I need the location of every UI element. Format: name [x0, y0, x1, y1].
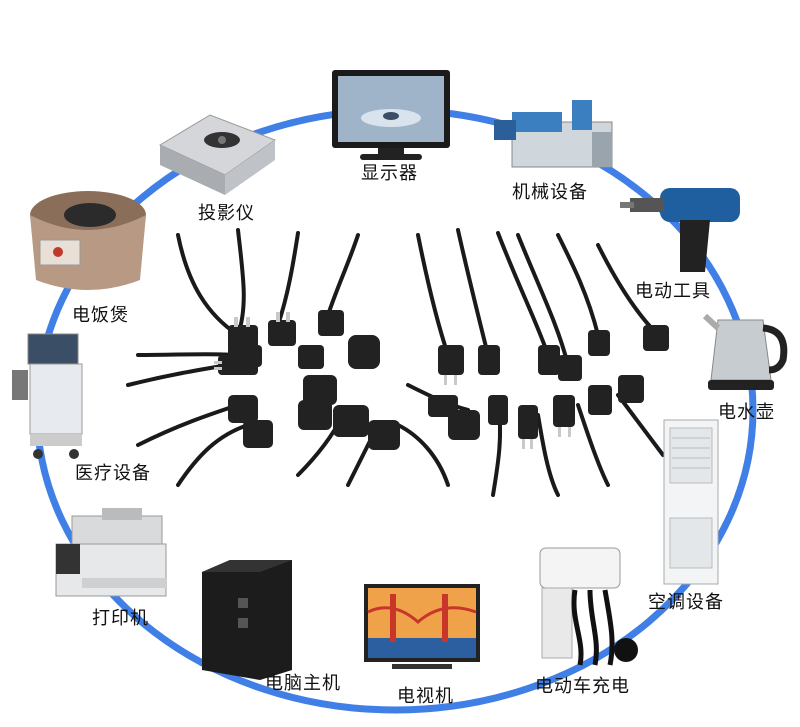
- printer-icon: [55, 508, 167, 597]
- device-label-monitor: 显示器: [361, 163, 418, 184]
- device-label-projector: 投影仪: [198, 203, 255, 224]
- power-cords-icon: [126, 228, 669, 497]
- ev-charger-icon: [539, 547, 638, 666]
- kettle-icon: [703, 313, 788, 390]
- medical-cart-icon: [12, 333, 83, 459]
- projector-icon: [158, 114, 277, 195]
- device-label-television: 电视机: [397, 686, 454, 707]
- device-label-ev-charger: 电动车充电: [535, 676, 630, 697]
- device-label-medical: 医疗设备: [75, 463, 151, 484]
- device-label-power-tool: 电动工具: [635, 281, 711, 302]
- device-label-kettle: 电水壶: [718, 402, 775, 423]
- device-label-printer: 打印机: [92, 608, 149, 629]
- drill-icon: [620, 188, 740, 272]
- device-label-rice-cooker: 电饭煲: [72, 305, 129, 326]
- injection-machine-icon: [494, 100, 613, 168]
- air-conditioner-icon: [663, 419, 719, 585]
- device-label-air-conditioner: 空调设备: [648, 592, 724, 613]
- television-icon: [364, 584, 480, 669]
- device-label-computer: 电脑主机: [265, 673, 341, 694]
- rice-cooker-icon: [30, 191, 146, 290]
- device-label-machinery: 机械设备: [512, 182, 588, 203]
- pc-tower-icon: [202, 560, 292, 680]
- monitor-icon: [332, 70, 450, 160]
